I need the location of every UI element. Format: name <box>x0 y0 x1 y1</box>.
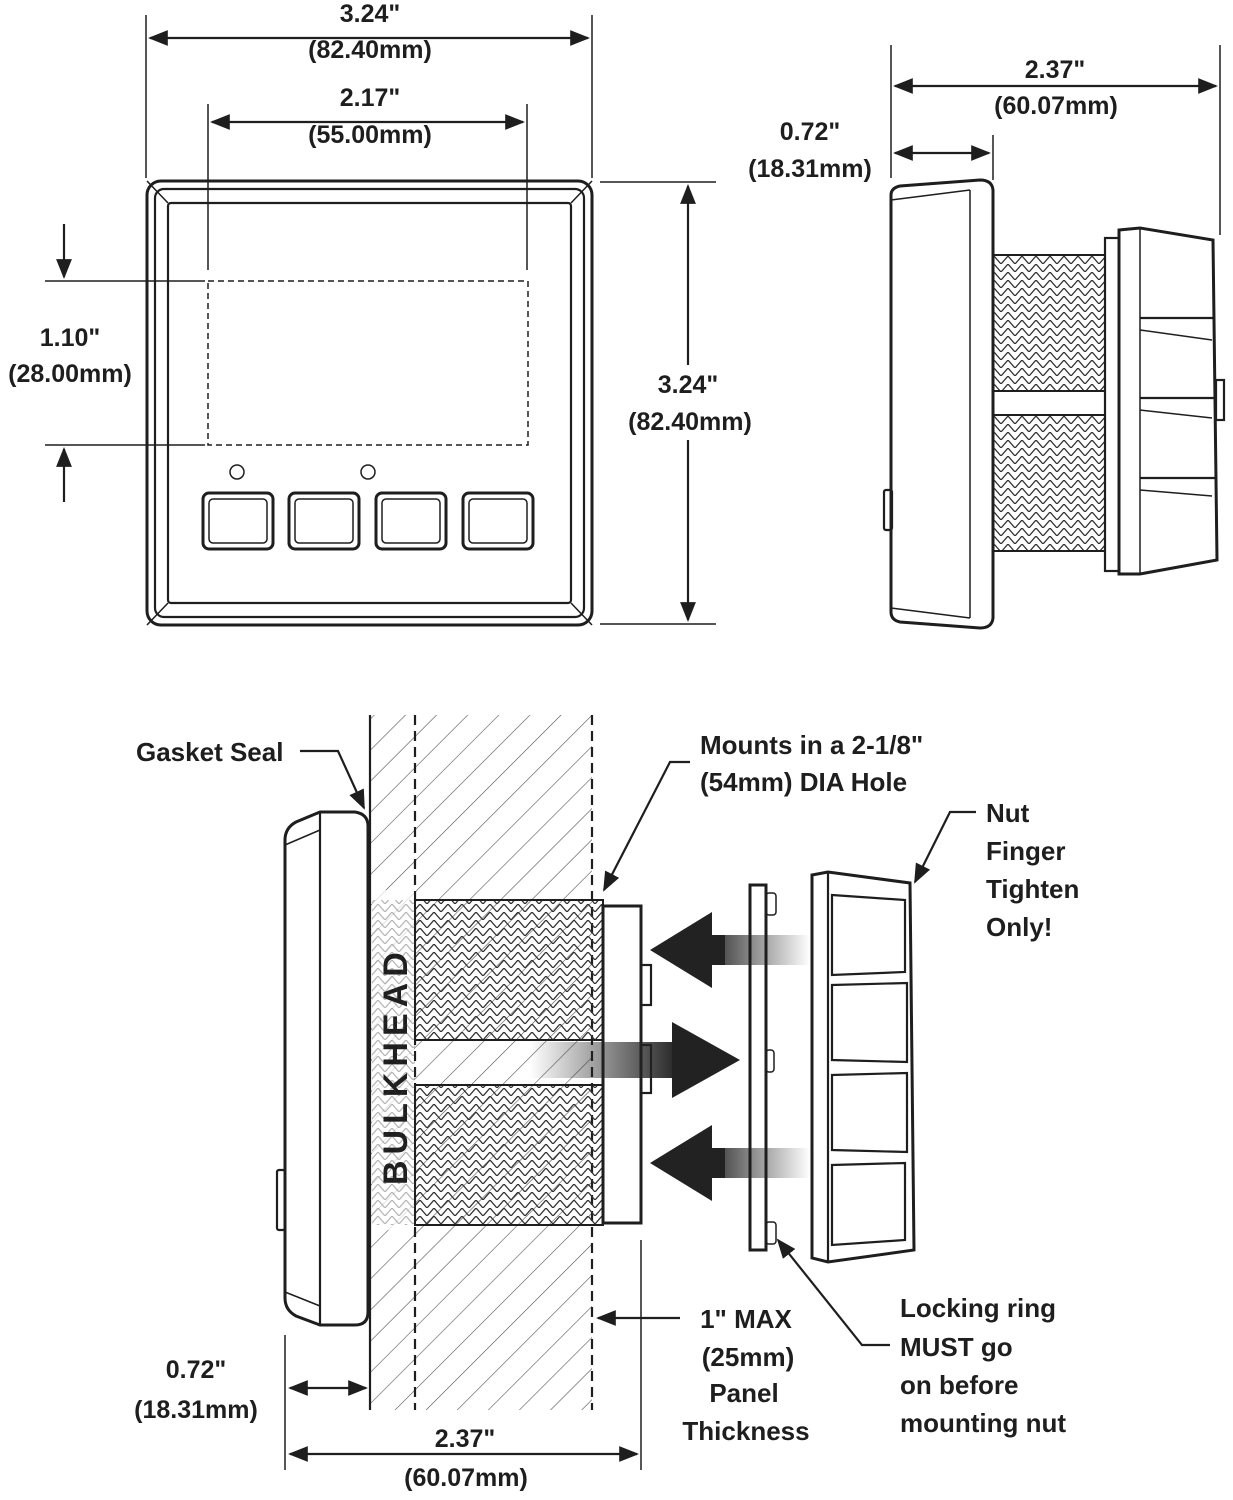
side-depth-dimension: 2.37" (60.07mm) <box>890 45 1221 235</box>
installation-view: BULKHEAD <box>134 715 1079 1492</box>
screen-height-inch: 1.10" <box>40 324 101 352</box>
screen-height-dimension: 1.10" (28.00mm) <box>8 224 205 502</box>
front-height-mm: (82.40mm) <box>628 408 752 436</box>
install-bezel-inch: 0.72" <box>166 1356 227 1384</box>
status-led-icon <box>229 464 245 480</box>
front-button-2 <box>287 491 361 551</box>
ring-callout: Locking ring MUST go on before mounting … <box>776 1238 1066 1438</box>
front-view: 3.24" (82.40mm) 2.17" (55.00mm) <box>8 0 760 627</box>
side-ring-and-nut <box>1103 226 1226 576</box>
install-depth-dimension: 2.37" (60.07mm) <box>288 1240 642 1492</box>
front-height-inch: 3.24" <box>658 371 719 399</box>
nut-label-line1: Nut <box>986 798 1030 828</box>
panel-label-line2: (25mm) <box>702 1342 794 1372</box>
screen-height-mm: (28.00mm) <box>8 360 132 388</box>
gasket-label: Gasket Seal <box>136 737 283 767</box>
side-thread <box>992 254 1106 552</box>
ring-label-line1: Locking ring <box>900 1293 1056 1323</box>
status-led-icon <box>360 464 376 480</box>
panel-label-line4: Thickness <box>682 1416 809 1446</box>
gasket-callout: Gasket Seal <box>136 737 366 810</box>
screen-width-mm: (55.00mm) <box>308 121 432 149</box>
hole-callout: Mounts in a 2-1/8" (54mm) DIA Hole <box>603 730 923 892</box>
side-bezel-inch: 0.72" <box>780 118 841 146</box>
ring-label-line4: mounting nut <box>900 1408 1066 1438</box>
front-width-dimension: 3.24" (82.40mm) <box>145 0 593 178</box>
front-width-mm: (82.40mm) <box>308 36 432 64</box>
install-bezel-dimension: 0.72" (18.31mm) <box>134 1335 368 1470</box>
side-bezel-mm: (18.31mm) <box>748 155 872 183</box>
locking-ring <box>748 883 777 1252</box>
side-depth-inch: 2.37" <box>1025 56 1086 84</box>
install-depth-inch: 2.37" <box>435 1425 496 1453</box>
front-bezel <box>145 179 594 627</box>
screen-outline <box>207 280 529 446</box>
install-thread <box>372 899 653 1226</box>
ring-label-line3: on before <box>900 1370 1018 1400</box>
install-arrows <box>530 912 810 1201</box>
mounting-nut <box>810 870 916 1264</box>
panel-label-line3: Panel <box>709 1378 778 1408</box>
front-buttons <box>201 491 535 551</box>
screen-width-dimension: 2.17" (55.00mm) <box>207 84 528 270</box>
nut-label-line2: Finger <box>986 836 1065 866</box>
front-width-inch: 3.24" <box>340 0 401 28</box>
side-view: 2.37" (60.07mm) 0.72" (18.31mm) <box>748 45 1226 630</box>
install-display-body <box>275 810 370 1327</box>
side-bezel-dimension: 0.72" (18.31mm) <box>748 118 994 183</box>
ring-label-line2: MUST go <box>900 1332 1013 1362</box>
screen-width-inch: 2.17" <box>340 84 401 112</box>
nut-label-line4: Only! <box>986 912 1052 942</box>
front-height-dimension: 3.24" (82.40mm) <box>600 181 760 625</box>
hole-label-line1: Mounts in a 2-1/8" <box>700 730 923 760</box>
side-depth-mm: (60.07mm) <box>994 92 1118 120</box>
nut-label-line3: Tighten <box>986 874 1079 904</box>
front-button-3 <box>374 491 448 551</box>
panel-thickness-callout: 1" MAX (25mm) Panel Thickness <box>596 1304 810 1446</box>
install-depth-mm: (60.07mm) <box>404 1464 528 1492</box>
nut-callout: Nut Finger Tighten Only! <box>914 798 1079 942</box>
front-button-4 <box>461 491 535 551</box>
front-button-1 <box>201 491 275 551</box>
side-bezel-body <box>882 178 995 630</box>
install-bezel-mm: (18.31mm) <box>134 1396 258 1424</box>
hole-label-line2: (54mm) DIA Hole <box>700 767 907 797</box>
panel-label-line1: 1" MAX <box>700 1304 792 1334</box>
